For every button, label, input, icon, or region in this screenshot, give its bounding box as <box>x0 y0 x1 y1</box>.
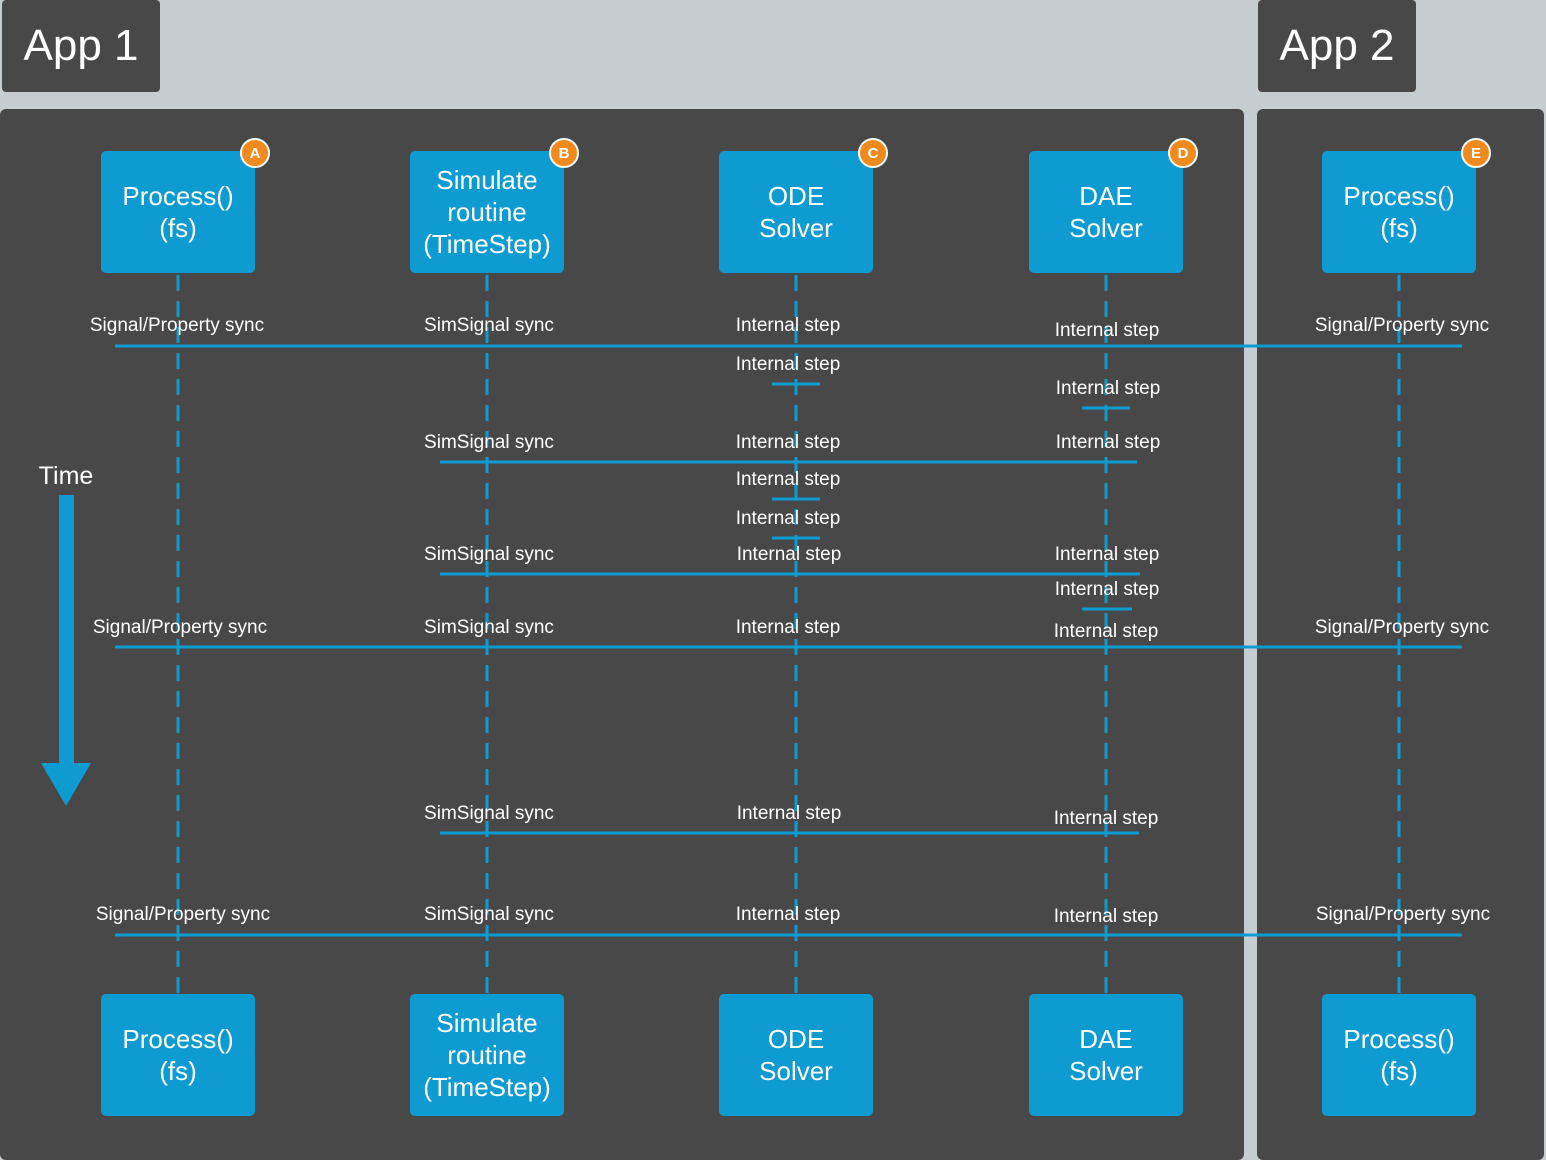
box-label: Process() <box>122 1024 233 1054</box>
box-label: ODE <box>768 1024 824 1054</box>
app-2-tab: App 2 <box>1258 0 1416 92</box>
box-label: (fs) <box>1380 1056 1418 1086</box>
box-label: (fs) <box>1380 213 1418 243</box>
step-label: SimSignal sync <box>424 617 554 638</box>
box-process2-bottom: Process()(fs) <box>1322 994 1476 1116</box>
box-label: Process() <box>1343 181 1454 211</box>
badge-text: E <box>1471 145 1481 162</box>
box-bg <box>101 151 255 273</box>
box-label: Simulate <box>436 1008 537 1038</box>
lifelines <box>176 275 1401 994</box>
box-process1-bottom: Process()(fs) <box>101 994 255 1116</box>
time-arrow: Time <box>39 462 94 806</box>
step-label: Internal step <box>1055 579 1160 600</box>
box-label: DAE <box>1079 1024 1132 1054</box>
step-label: Internal step <box>1054 808 1159 829</box>
box-bg <box>410 994 564 1116</box>
badge-e: E <box>1461 138 1491 168</box>
badge-text: D <box>1178 145 1189 162</box>
badge-c: C <box>858 138 888 168</box>
step-label: Internal step <box>736 354 841 375</box>
box-bg <box>719 994 873 1116</box>
box-bg <box>101 994 255 1116</box>
step-label: Internal step <box>736 315 841 336</box>
box-bg <box>1029 994 1183 1116</box>
step-label: Internal step <box>736 469 841 490</box>
step-label: Internal step <box>1056 378 1161 399</box>
step-label: Internal step <box>1055 544 1160 565</box>
box-label: Solver <box>1069 1056 1143 1086</box>
step-label: Internal step <box>736 617 841 638</box>
participant-boxes: Process()(fs)AProcess()(fs)Simulaterouti… <box>101 138 1491 1116</box>
box-label: ODE <box>768 181 824 211</box>
box-bg <box>719 151 873 273</box>
step-label: SimSignal sync <box>424 904 554 925</box>
box-label: (fs) <box>159 213 197 243</box>
step-label: Signal/Property sync <box>1316 904 1490 925</box>
box-label: Process() <box>122 181 233 211</box>
box-bg <box>410 151 564 273</box>
box-label: routine <box>447 1040 527 1070</box>
step-label: Signal/Property sync <box>1315 617 1489 638</box>
box-label: (TimeStep) <box>423 1072 551 1102</box>
step-label: Signal/Property sync <box>93 617 267 638</box>
box-process1-top: Process()(fs) A <box>101 138 270 273</box>
step-label: Internal step <box>736 432 841 453</box>
box-bg <box>1322 994 1476 1116</box>
step-label: SimSignal sync <box>424 315 554 336</box>
badge-b: B <box>549 138 579 168</box>
step-label: Signal/Property sync <box>90 315 264 336</box>
badge-text: C <box>868 145 879 162</box>
box-label: Simulate <box>436 165 537 195</box>
box-label: Solver <box>1069 213 1143 243</box>
step-label: Internal step <box>1055 320 1160 341</box>
time-arrow-shaft <box>59 495 74 770</box>
box-bg <box>1029 151 1183 273</box>
badge-d: D <box>1168 138 1198 168</box>
time-label: Time <box>39 462 94 490</box>
box-label: (fs) <box>159 1056 197 1086</box>
box-label: (TimeStep) <box>423 229 551 259</box>
sync-lines <box>115 344 1462 937</box>
step-label: Signal/Property sync <box>96 904 270 925</box>
step-label: SimSignal sync <box>424 544 554 565</box>
step-label: Internal step <box>1056 432 1161 453</box>
time-arrow-head <box>41 763 91 806</box>
box-label: Process() <box>1343 1024 1454 1054</box>
step-label: Signal/Property sync <box>1315 315 1489 336</box>
box-process2-top: Process()(fs) E <box>1322 138 1491 273</box>
box-label: Solver <box>759 1056 833 1086</box>
app-1-panel <box>0 109 1244 1160</box>
box-label: DAE <box>1079 181 1132 211</box>
step-label: Internal step <box>737 803 842 824</box>
box-label: routine <box>447 197 527 227</box>
box-bg <box>1322 151 1476 273</box>
step-label: Internal step <box>1054 906 1159 927</box>
badge-a: A <box>240 138 270 168</box>
badge-text: A <box>250 145 261 162</box>
step-label: Internal step <box>1054 621 1159 642</box>
step-label: Internal step <box>736 508 841 529</box>
box-label: Solver <box>759 213 833 243</box>
step-label: SimSignal sync <box>424 803 554 824</box>
step-label: Internal step <box>737 544 842 565</box>
badge-text: B <box>559 145 570 162</box>
step-label: SimSignal sync <box>424 432 554 453</box>
app-1-tab: App 1 <box>2 0 160 92</box>
step-label: Internal step <box>736 904 841 925</box>
